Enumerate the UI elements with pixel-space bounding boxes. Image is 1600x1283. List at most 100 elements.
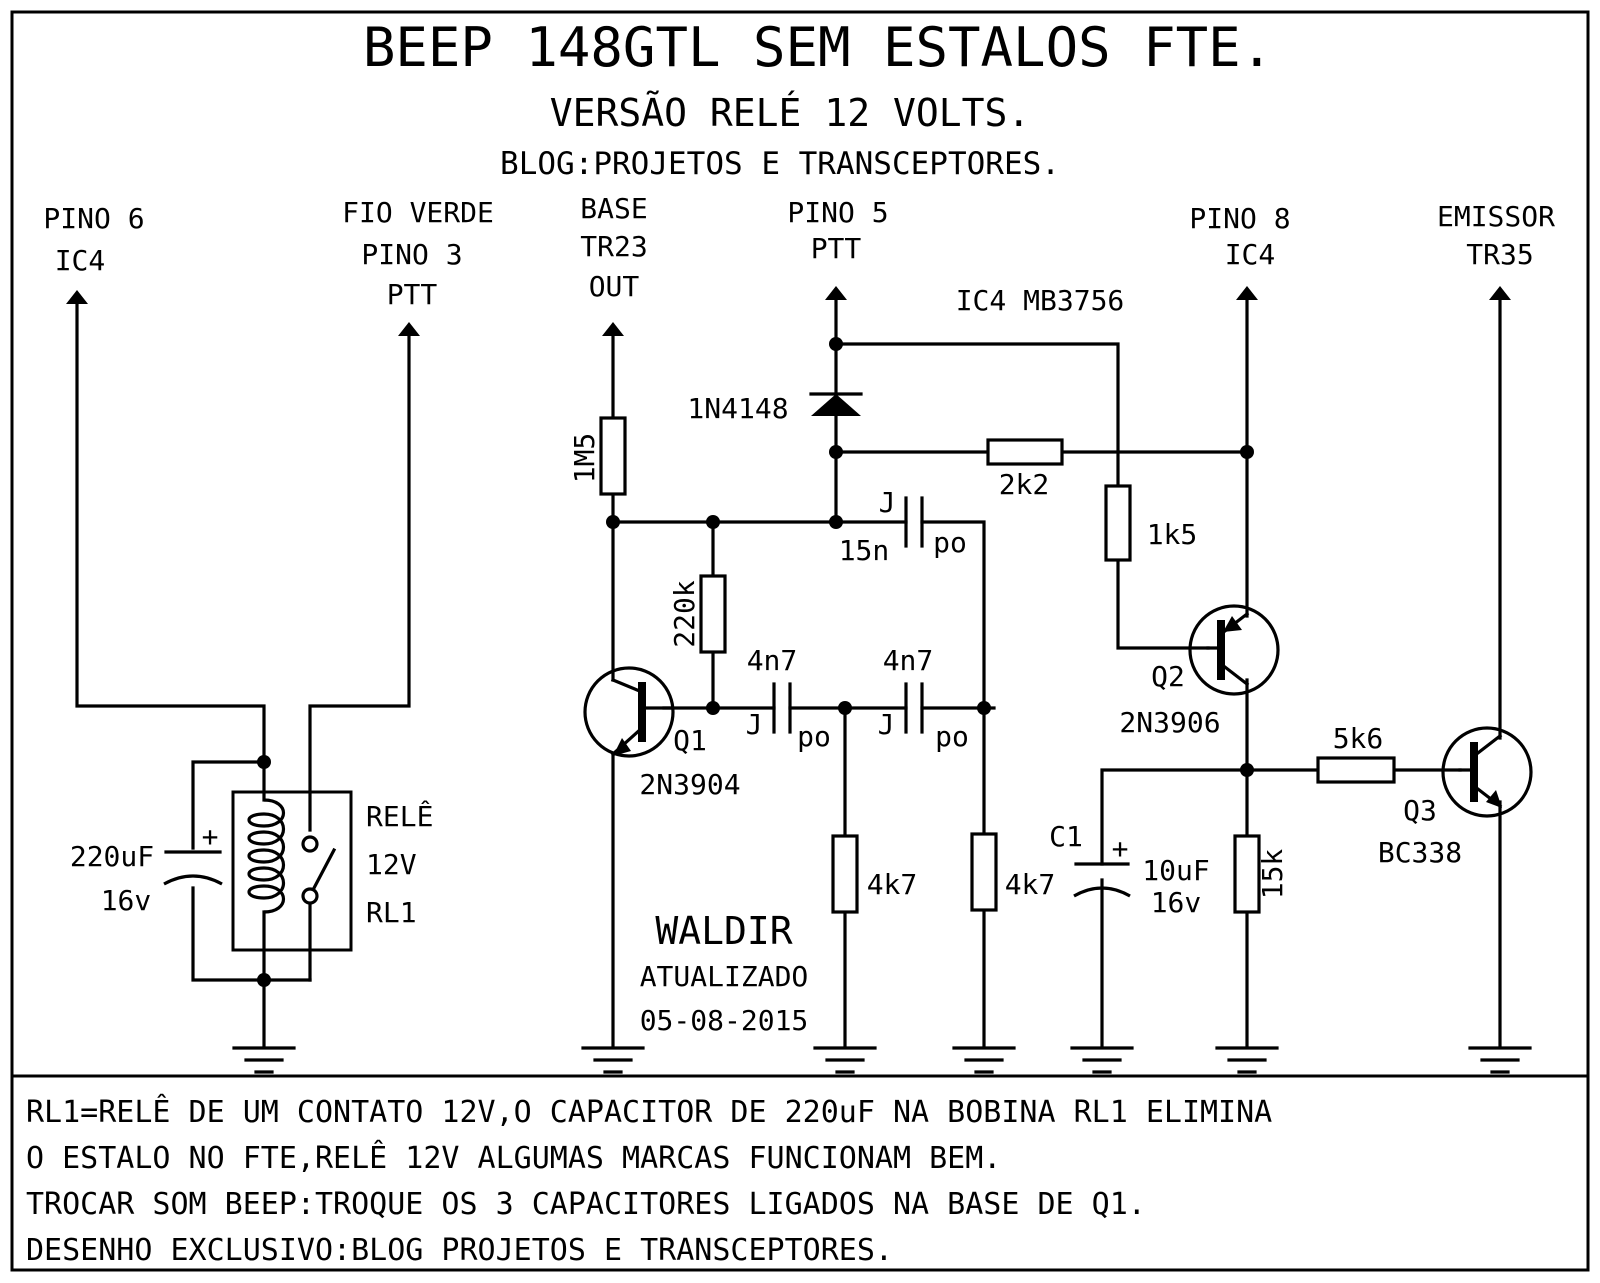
relay-label-1: RELÊ bbox=[366, 799, 433, 833]
terminal-pino6-label: PINO 6 IC4 bbox=[43, 202, 144, 277]
author-name: WALDIR bbox=[655, 909, 792, 953]
label-4n7-a: 4n7 bbox=[747, 644, 798, 677]
label-q1: Q1 bbox=[673, 724, 707, 757]
outer-frame bbox=[10, 10, 1590, 1272]
label-5k6: 5k6 bbox=[1333, 722, 1384, 755]
ground-15k bbox=[1215, 1046, 1279, 1074]
label-10uf: 10uF bbox=[1142, 854, 1209, 887]
relay-box bbox=[231, 790, 353, 952]
label-1k5: 1k5 bbox=[1147, 518, 1198, 551]
relay-cap-value: 220uF bbox=[70, 840, 154, 873]
capacitor-4n7-a bbox=[772, 682, 792, 734]
label-q2: Q2 bbox=[1151, 660, 1185, 693]
note-line-3: TROCAR SOM BEEP:TROQUE OS 3 CAPACITORES … bbox=[26, 1187, 1146, 1222]
ground-q1 bbox=[581, 1046, 645, 1074]
terminal-base-tr23-label: BASE TR23 OUT bbox=[580, 192, 647, 303]
resistor-2k2 bbox=[986, 438, 1064, 466]
resistor-4k7-a bbox=[831, 834, 859, 914]
ground-4k7-b bbox=[952, 1046, 1016, 1074]
diode-1n4148 bbox=[809, 392, 863, 416]
author-date: 05-08-2015 bbox=[640, 1004, 809, 1037]
label-c1: C1 bbox=[1049, 820, 1083, 853]
author-status: ATUALIZADO bbox=[640, 960, 809, 993]
label-4n7-a-po: po bbox=[797, 720, 831, 753]
pino8-line2: IC4 bbox=[1225, 238, 1276, 271]
relay-cap-plus: + bbox=[202, 820, 219, 853]
pin-base-tr23 bbox=[602, 322, 624, 336]
relay-label-3: RL1 bbox=[366, 896, 417, 929]
label-4n7-a-j: J bbox=[746, 708, 763, 741]
note-line-2: O ESTALO NO FTE,RELÊ 12V ALGUMAS MARCAS … bbox=[26, 1140, 1001, 1176]
label-2k2: 2k2 bbox=[999, 468, 1050, 501]
transistor-q2 bbox=[1188, 604, 1280, 696]
fio-verde-line1: FIO VERDE bbox=[342, 196, 494, 229]
relay-coil bbox=[247, 798, 286, 914]
label-ic4: IC4 MB3756 bbox=[956, 284, 1125, 317]
pin-emissor bbox=[1489, 286, 1511, 300]
capacitor-15n bbox=[904, 496, 924, 548]
note-line-1: RL1=RELÊ DE UM CONTATO 12V,O CAPACITOR D… bbox=[26, 1094, 1272, 1130]
pino5-line1: PINO 5 bbox=[787, 196, 888, 229]
note-line-4: DESENHO EXCLUSIVO:BLOG PROJETOS E TRANSC… bbox=[26, 1233, 893, 1268]
pino8-line1: PINO 8 bbox=[1189, 202, 1290, 235]
resistor-1m5 bbox=[599, 416, 627, 496]
oscillator-wires bbox=[611, 294, 1502, 1048]
pino5-line2: PTT bbox=[811, 232, 862, 265]
label-15n-po: po bbox=[933, 526, 967, 559]
relay-cap-voltage: 16v bbox=[101, 884, 152, 917]
label-bc338: BC338 bbox=[1378, 836, 1462, 869]
label-4n7-b-po: po bbox=[935, 720, 969, 753]
pino6-line2: IC4 bbox=[55, 244, 106, 277]
ground-q3 bbox=[1468, 1046, 1532, 1074]
resistor-5k6 bbox=[1316, 756, 1396, 784]
base-line3: OUT bbox=[589, 270, 640, 303]
terminal-emissor-label: EMISSOR TR35 bbox=[1437, 200, 1555, 271]
pin-pino6 bbox=[66, 290, 88, 304]
resistor-15k bbox=[1233, 834, 1261, 914]
emissor-line2: TR35 bbox=[1466, 238, 1533, 271]
relay-contact bbox=[301, 835, 337, 905]
label-220k: 220k bbox=[668, 580, 701, 648]
relay-section-wires bbox=[75, 298, 411, 1048]
title-line-2: VERSÃO RELÉ 12 VOLTS. bbox=[550, 91, 1030, 135]
label-c1-plus: + bbox=[1112, 832, 1129, 865]
label-15n-j: J bbox=[879, 486, 896, 519]
relay-capacitor bbox=[163, 850, 223, 886]
terminal-pino5-label: PINO 5 PTT bbox=[787, 196, 888, 265]
label-16v: 16v bbox=[1151, 886, 1202, 919]
label-2n3906: 2N3906 bbox=[1119, 706, 1220, 739]
pino6-line1: PINO 6 bbox=[43, 202, 144, 235]
resistor-4k7-b bbox=[970, 832, 998, 912]
label-1n4148: 1N4148 bbox=[687, 392, 788, 425]
label-15k: 15k bbox=[1256, 849, 1289, 900]
label-4k7-a: 4k7 bbox=[867, 868, 918, 901]
label-q3: Q3 bbox=[1403, 794, 1437, 827]
label-4k7-b: 4k7 bbox=[1005, 868, 1056, 901]
terminal-pins bbox=[66, 286, 1511, 336]
fio-verde-line2: PINO 3 bbox=[361, 238, 462, 271]
resistor-1k5 bbox=[1104, 484, 1132, 562]
title-line-1: BEEP 148GTL SEM ESTALOS FTE. bbox=[363, 16, 1273, 79]
fio-verde-line3: PTT bbox=[387, 278, 438, 311]
label-4n7-b: 4n7 bbox=[883, 644, 934, 677]
pin-pino8 bbox=[1236, 286, 1258, 300]
label-2n3904: 2N3904 bbox=[639, 768, 740, 801]
transistor-q1 bbox=[583, 666, 675, 758]
transistor-q3 bbox=[1441, 726, 1533, 818]
label-4n7-b-j: J bbox=[878, 708, 895, 741]
label-1m5: 1M5 bbox=[568, 433, 601, 484]
relay-label-2: 12V bbox=[366, 848, 417, 881]
ground-c1 bbox=[1070, 1046, 1134, 1074]
pin-pino5 bbox=[825, 286, 847, 300]
ground-4k7-a bbox=[813, 1046, 877, 1074]
junction-dots bbox=[257, 337, 1254, 987]
ground-symbols bbox=[232, 1046, 1532, 1074]
label-15n: 15n bbox=[839, 534, 890, 567]
resistor-220k bbox=[699, 574, 727, 654]
base-line2: TR23 bbox=[580, 230, 647, 263]
ground-relay bbox=[232, 1046, 296, 1074]
emissor-line1: EMISSOR bbox=[1437, 200, 1555, 233]
capacitor-c1 bbox=[1073, 862, 1131, 898]
terminal-fio-verde-label: FIO VERDE PINO 3 PTT bbox=[342, 196, 494, 311]
